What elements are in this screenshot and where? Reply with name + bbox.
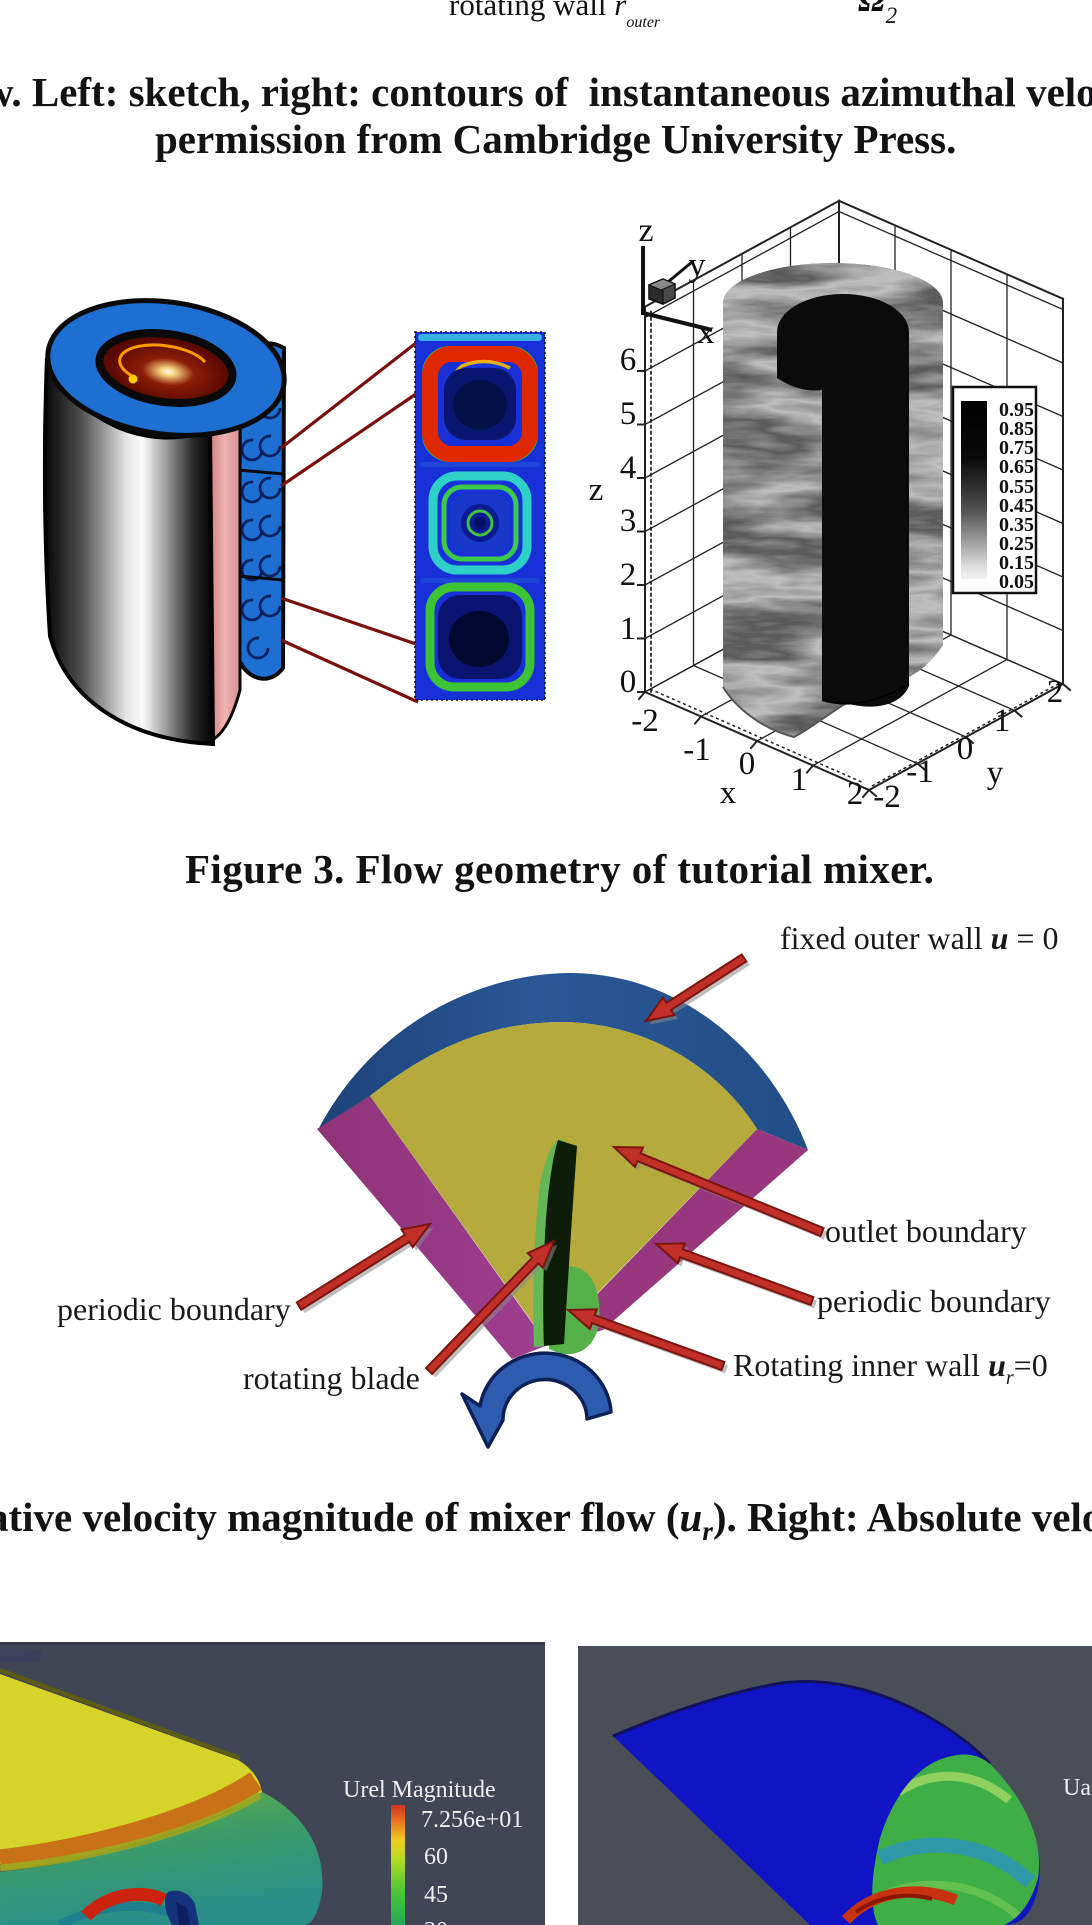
svg-text:z: z	[589, 472, 604, 508]
svg-text:0.35: 0.35	[999, 514, 1034, 536]
svg-text:2: 2	[1047, 674, 1064, 710]
svg-text:0: 0	[620, 664, 637, 700]
svg-text:1: 1	[994, 703, 1011, 739]
svg-text:60: 60	[424, 1844, 448, 1870]
svg-text:y: y	[689, 247, 706, 284]
svg-text:-2: -2	[873, 779, 901, 815]
svg-text:-1: -1	[683, 732, 711, 768]
svg-text:0.65: 0.65	[999, 456, 1034, 478]
svg-text:-1: -1	[906, 754, 934, 790]
svg-text:5: 5	[620, 396, 637, 432]
svg-text:0.25: 0.25	[999, 533, 1034, 555]
svg-text:7.256e+01: 7.256e+01	[421, 1807, 523, 1833]
svg-text:2: 2	[847, 776, 864, 812]
svg-text:0.55: 0.55	[999, 476, 1034, 498]
svg-text:z: z	[638, 212, 653, 249]
svg-text:x: x	[698, 314, 715, 351]
svg-text:0: 0	[739, 746, 756, 782]
svg-text:6: 6	[620, 342, 637, 378]
svg-text:0.45: 0.45	[999, 495, 1034, 517]
svg-text:0.85: 0.85	[999, 418, 1034, 440]
svg-text:0.75: 0.75	[999, 437, 1034, 459]
svg-text:-2: -2	[631, 703, 659, 739]
svg-text:30: 30	[424, 1918, 448, 1925]
svg-text:0.05: 0.05	[999, 571, 1034, 593]
svg-text:0.15: 0.15	[999, 552, 1034, 574]
svg-text:y: y	[987, 755, 1004, 791]
svg-text:2: 2	[620, 557, 637, 593]
svg-text:x: x	[720, 775, 737, 811]
svg-text:1: 1	[791, 762, 808, 798]
svg-text:Urel Magnitude: Urel Magnitude	[343, 1777, 496, 1803]
svg-text:4: 4	[620, 450, 637, 486]
svg-text:1: 1	[620, 611, 637, 647]
svg-text:Ua: Ua	[1063, 1775, 1091, 1801]
svg-text:0.95: 0.95	[999, 399, 1034, 421]
svg-text:45: 45	[424, 1882, 448, 1908]
svg-text:3: 3	[620, 503, 637, 539]
svg-text:0: 0	[957, 731, 974, 767]
